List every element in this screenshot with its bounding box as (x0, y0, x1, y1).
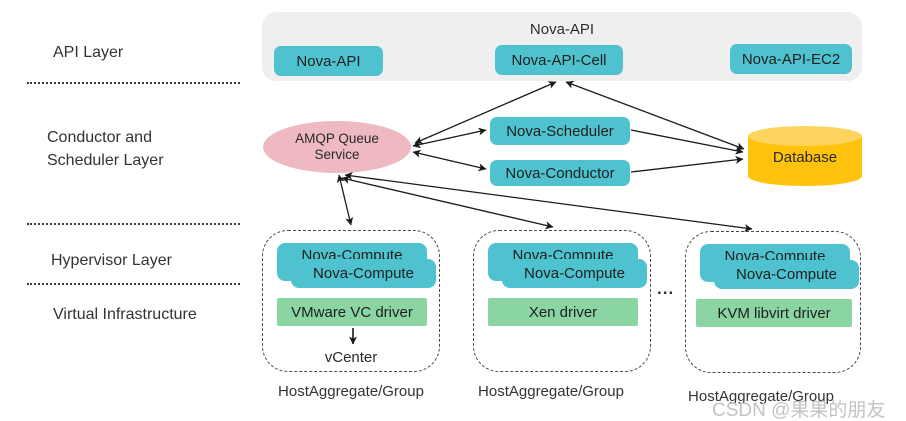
nova-api-container-title: Nova-API (529, 21, 595, 38)
node-kvm-libvirt-driver: KVM libvirt driver (696, 299, 852, 327)
node-xen-driver: Xen driver (488, 298, 638, 326)
amqp-label-line2: Service (314, 147, 360, 162)
csdn-watermark: CSDN @果果的朋友 (712, 400, 886, 421)
ellipsis-more-groups: ... (657, 279, 675, 298)
layer-label-virtual-infrastructure: Virtual Infrastructure (53, 306, 197, 323)
node-amqp-queue-service: AMQP Queue Service (263, 121, 411, 173)
node-nova-conductor: Nova-Conductor (490, 160, 630, 186)
layer-label-hypervisor: Hypervisor Layer (51, 252, 172, 269)
node-nova-compute-front: Nova-Compute (714, 260, 859, 289)
layer-label-line2: Scheduler Layer (47, 152, 164, 169)
database-label: Database (772, 149, 838, 166)
group-caption: HostAggregate/Group (278, 383, 424, 400)
arrow-conductor-database (630, 155, 744, 173)
arrow-amqp-conductor (412, 149, 487, 172)
database-cylinder-icon (748, 126, 862, 186)
node-nova-api-ec2: Nova-API-EC2 (730, 44, 852, 74)
layer-separator (27, 223, 240, 225)
node-nova-api: Nova-API (274, 46, 383, 76)
layer-separator (27, 82, 240, 84)
compute-group-vmware: Nova-Compute Nova-Compute VMware VC driv… (262, 230, 440, 372)
compute-group-xen: Nova-Compute Nova-Compute Xen driver (473, 230, 651, 372)
layer-label-api: API Layer (53, 44, 124, 61)
node-database: Database (748, 125, 862, 187)
layer-label-conductor-scheduler: Conductor and Scheduler Layer (47, 126, 164, 172)
node-vmware-vc-driver: VMware VC driver (277, 298, 427, 326)
arrow-amqp-group1 (336, 174, 354, 226)
group-caption: HostAggregate/Group (478, 383, 624, 400)
layer-separator (27, 283, 240, 285)
group-caption: HostAggregate/Group (688, 388, 834, 405)
arrow-scheduler-database (630, 129, 744, 155)
node-nova-compute-front: Nova-Compute (291, 259, 436, 288)
node-nova-compute-front: Nova-Compute (502, 259, 647, 288)
layer-label-line1: Conductor and (47, 129, 152, 146)
node-vcenter: vCenter (324, 349, 378, 366)
amqp-label-line1: AMQP Queue (295, 131, 379, 146)
node-nova-api-cell: Nova-API-Cell (495, 45, 623, 75)
compute-group-kvm: Nova-Compute Nova-Compute KVM libvirt dr… (685, 231, 861, 373)
node-nova-scheduler: Nova-Scheduler (490, 117, 630, 145)
arrow-amqp-scheduler (412, 127, 487, 149)
